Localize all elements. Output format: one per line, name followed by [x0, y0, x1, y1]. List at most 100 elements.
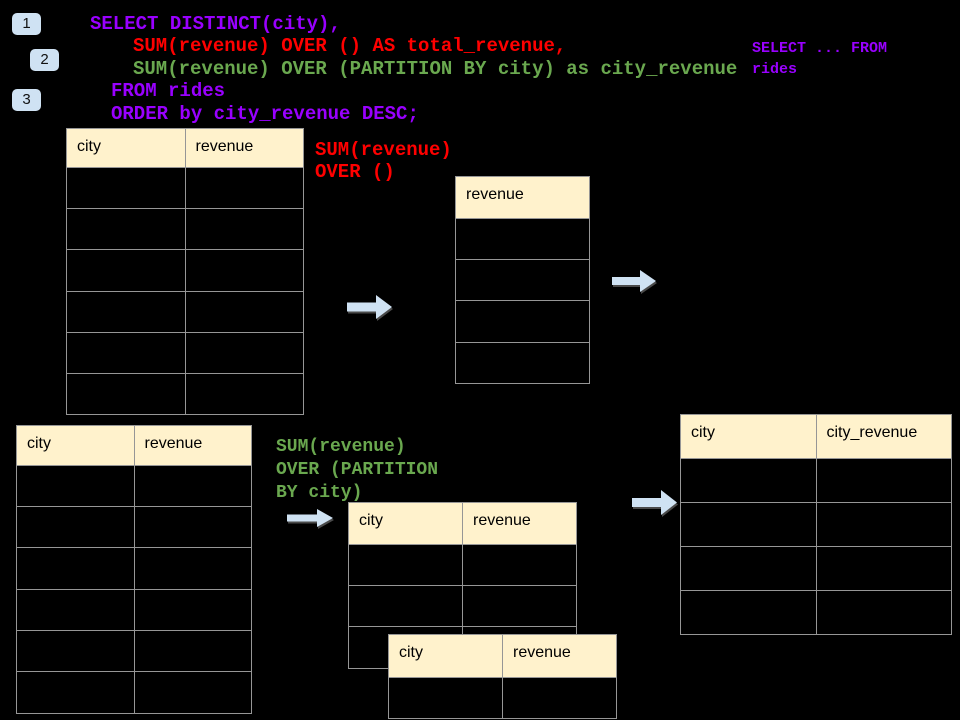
- column-header-revenue: revenue: [473, 512, 531, 529]
- sql-line-select: SELECT DISTINCT(city),: [90, 13, 341, 35]
- table-cell-empty: [349, 544, 463, 585]
- table-row-empty: [456, 259, 589, 300]
- table-final-result: city city_revenue: [680, 414, 952, 635]
- table-row-empty: [681, 457, 952, 502]
- table-header-row: city revenue: [67, 129, 303, 167]
- table-cell-empty: [456, 343, 589, 383]
- table-source-bottom: city revenue: [16, 425, 252, 714]
- table-cell-empty: [681, 546, 817, 590]
- table-cell-empty: [135, 507, 252, 547]
- table-cell-empty: [456, 260, 589, 300]
- table-cell-empty: [463, 586, 576, 626]
- table-cell-empty: [135, 548, 252, 588]
- table-row-empty: [17, 464, 252, 506]
- table-row-empty: [67, 249, 304, 291]
- column-header-city: city: [389, 635, 503, 677]
- sql-line-partition: SUM(revenue) OVER (PARTITION BY city) as…: [133, 58, 738, 80]
- note-partition-line2: OVER (PARTITION: [276, 460, 439, 480]
- table-cell-empty: [817, 459, 952, 502]
- sql-line-order-by: ORDER by city_revenue DESC;: [111, 103, 419, 125]
- table-row-empty: [681, 501, 951, 546]
- table-cell-empty: [463, 545, 576, 585]
- table-cell-empty: [17, 631, 135, 672]
- table-row-empty: [17, 671, 252, 713]
- note-from-clause-line1: SELECT ... FROM: [752, 40, 888, 57]
- note-total-revenue-line2: OVER (): [315, 161, 395, 183]
- table-cell-empty: [135, 590, 252, 630]
- table-row-empty: [349, 584, 576, 627]
- table-row-empty: [17, 505, 252, 548]
- table-cell-empty: [17, 548, 135, 589]
- table-row-empty: [681, 589, 952, 634]
- note-from-clause-line2: rides: [752, 61, 798, 78]
- table-row-empty: [67, 208, 304, 250]
- table-row-empty: [389, 676, 616, 718]
- table-partition-overlay: city revenue: [388, 634, 617, 719]
- table-row-empty: [681, 545, 952, 590]
- table-cell-empty: [681, 590, 817, 634]
- table-cell-empty: [17, 589, 135, 631]
- table-total-result: revenue: [455, 176, 590, 384]
- table-cell-empty: [67, 168, 186, 209]
- table-cell-empty: [186, 250, 304, 290]
- table-cell-empty: [17, 506, 135, 548]
- table-cell-empty: [186, 374, 304, 414]
- table-cell-empty: [186, 333, 304, 373]
- table-cell-empty: [67, 291, 186, 332]
- table-cell-empty: [17, 672, 135, 713]
- column-header-city: city: [349, 503, 463, 544]
- step-badge-3: 3: [12, 89, 41, 111]
- table-cell-empty: [681, 458, 817, 502]
- column-header-revenue: revenue: [195, 138, 254, 155]
- table-header-row: city revenue: [349, 503, 576, 544]
- sql-line-total-sum: SUM(revenue) OVER () AS total_revenue,: [133, 35, 567, 57]
- table-cell-empty: [186, 292, 304, 332]
- table-header-row: revenue: [456, 177, 589, 218]
- table-cell-empty: [456, 219, 589, 259]
- table-cell-empty: [67, 332, 186, 373]
- table-row-empty: [17, 630, 252, 672]
- note-partition-line1: SUM(revenue): [276, 437, 406, 457]
- column-header-revenue: revenue: [144, 435, 203, 452]
- table-row-empty: [17, 547, 252, 589]
- flow-arrow-right-icon: [287, 509, 333, 527]
- table-cell-empty: [681, 502, 817, 546]
- table-cell-empty: [67, 373, 186, 415]
- column-header-city: city: [681, 415, 817, 458]
- table-cell-empty: [817, 547, 952, 590]
- table-cell-empty: [817, 591, 952, 634]
- table-cell-empty: [503, 678, 616, 718]
- table-cell-empty: [135, 466, 252, 506]
- note-total-revenue-line1: SUM(revenue): [315, 139, 452, 161]
- table-cell-empty: [67, 209, 186, 250]
- note-partition-line3: BY city): [276, 483, 363, 503]
- table-row-empty: [67, 167, 304, 209]
- table-cell-empty: [456, 301, 589, 341]
- flow-arrow-right-icon: [347, 295, 392, 319]
- table-row-empty: [349, 543, 576, 585]
- table-cell-empty: [135, 672, 252, 712]
- table-cell-empty: [67, 250, 186, 291]
- column-header-revenue: revenue: [513, 644, 571, 661]
- table-row-empty: [17, 588, 252, 631]
- column-header-city: city: [67, 129, 186, 167]
- table-row-empty: [67, 331, 304, 373]
- column-header-city-revenue: city_revenue: [826, 424, 918, 441]
- flow-arrow-right-icon: [632, 490, 677, 515]
- table-cell-empty: [349, 585, 463, 627]
- step-badge-2: 2: [30, 49, 59, 71]
- table-header-row: city revenue: [17, 426, 251, 465]
- table-header-row: city city_revenue: [681, 415, 951, 458]
- table-row-empty: [456, 300, 589, 341]
- table-row-empty: [67, 290, 304, 332]
- sql-line-from: FROM rides: [111, 80, 226, 102]
- column-header-city: city: [17, 426, 135, 465]
- table-row-empty: [456, 341, 589, 383]
- table-cell-empty: [186, 168, 304, 208]
- table-row-empty: [456, 218, 589, 259]
- table-cell-empty: [186, 209, 304, 249]
- table-cell-empty: [135, 631, 252, 671]
- table-source-top: city revenue: [66, 128, 304, 416]
- step-badge-1: 1: [12, 13, 41, 35]
